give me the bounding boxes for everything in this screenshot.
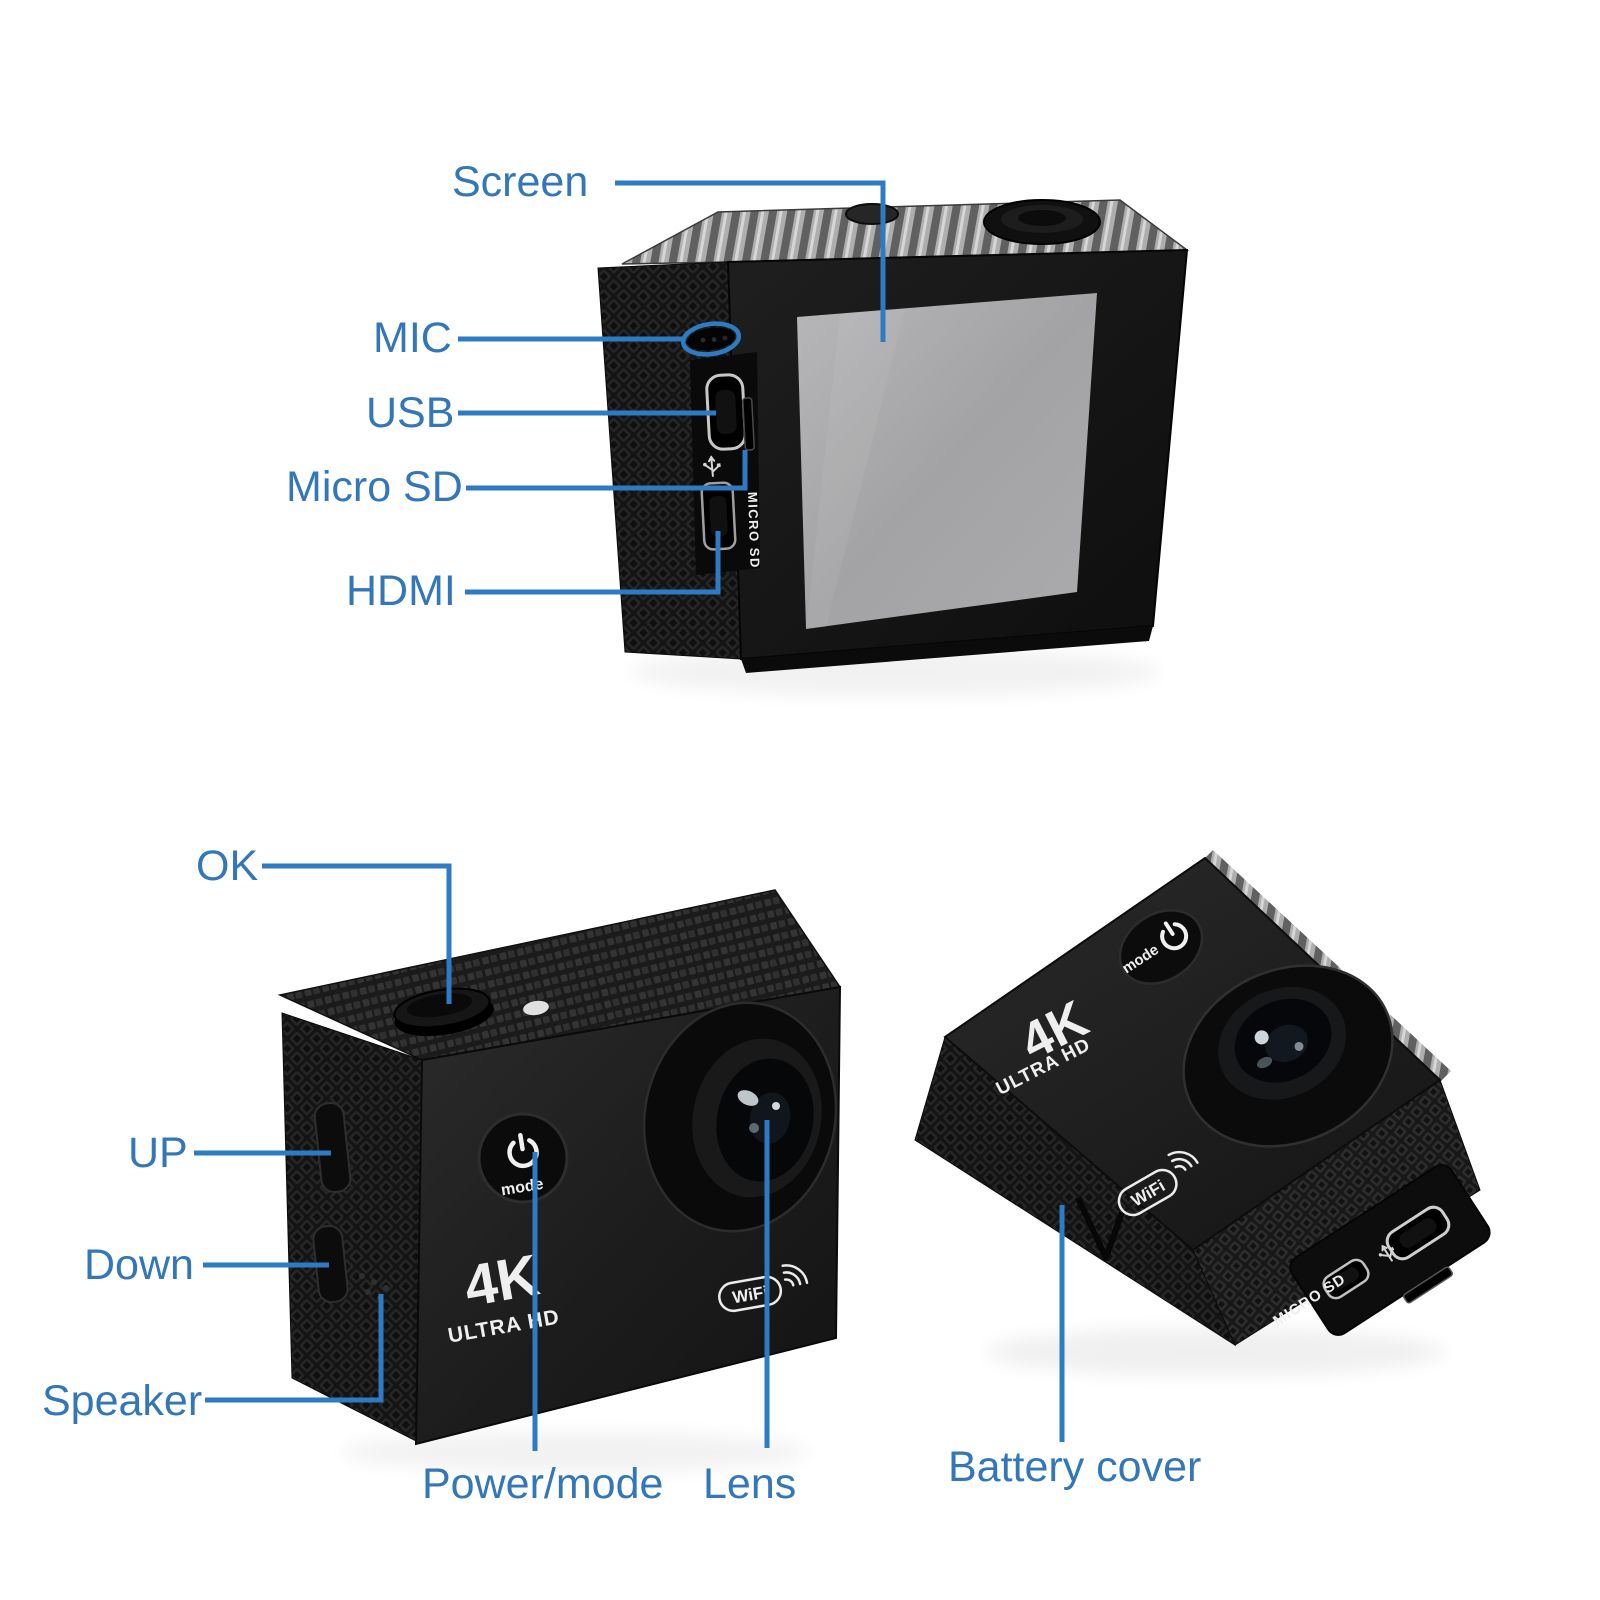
micro-sd-side-text: MICRO SD: [745, 492, 763, 569]
up-button: [313, 1102, 352, 1194]
label-hdmi: HDMI: [346, 567, 456, 615]
label-power-mode: Power/mode: [422, 1460, 664, 1508]
hdmi-port: [1322, 1258, 1370, 1300]
label-micro-sd: Micro SD: [286, 463, 463, 511]
label-speaker: Speaker: [42, 1377, 203, 1425]
label-up: UP: [128, 1129, 188, 1177]
shutter-button: [983, 199, 1101, 245]
mic-hole: [687, 327, 735, 351]
mic-ring-annotation: [680, 321, 742, 357]
micro-sd-slot: [742, 397, 755, 451]
top-small-button: [845, 203, 899, 225]
lens-glint: [1254, 1030, 1269, 1045]
lens-glint: [737, 1090, 759, 1106]
bottom-edge: [741, 626, 1153, 673]
label-down: Down: [84, 1241, 194, 1289]
power-icon: [507, 1132, 539, 1169]
screen: [797, 293, 1097, 629]
camera-front-view: mode 4K ULTRA HD WiFi: [277, 889, 842, 1446]
label-usb: USB: [366, 389, 455, 437]
leader-line-micro-sd: [466, 450, 748, 491]
label-screen: Screen: [452, 158, 589, 206]
power-icon: [1160, 921, 1189, 951]
label-mic: MIC: [373, 314, 452, 362]
leader-lines: [194, 180, 1065, 1451]
ok-button: [393, 987, 494, 1037]
top-indicator-dot: [523, 1000, 549, 1016]
label-ok: OK: [196, 842, 259, 890]
battery-latch-mark: [1075, 1196, 1125, 1261]
leader-line-hdmi: [465, 531, 721, 595]
leader-line-speaker: [205, 1294, 384, 1403]
usb-icon: [1378, 1244, 1395, 1262]
screen-glare: [806, 309, 905, 629]
model-4k: 4K: [459, 1242, 543, 1319]
micro-sd-slot: [1403, 1266, 1453, 1304]
label-lens: Lens: [703, 1460, 797, 1508]
camera-back-view: MICRO SD: [597, 199, 1190, 673]
label-battery-cover: Battery cover: [948, 1443, 1202, 1491]
leader-line-ok: [262, 863, 452, 1004]
camera-tilted-view: mode 4K ULTRA HD WiFi: [914, 850, 1491, 1347]
left-side-textured: [281, 1012, 423, 1443]
lens: [1182, 964, 1394, 1148]
usb-icon: [703, 455, 721, 477]
lens: [642, 1001, 838, 1233]
mode-button: mode: [477, 1112, 569, 1204]
leader-line-screen: [615, 180, 886, 342]
usb-port: [705, 373, 747, 451]
